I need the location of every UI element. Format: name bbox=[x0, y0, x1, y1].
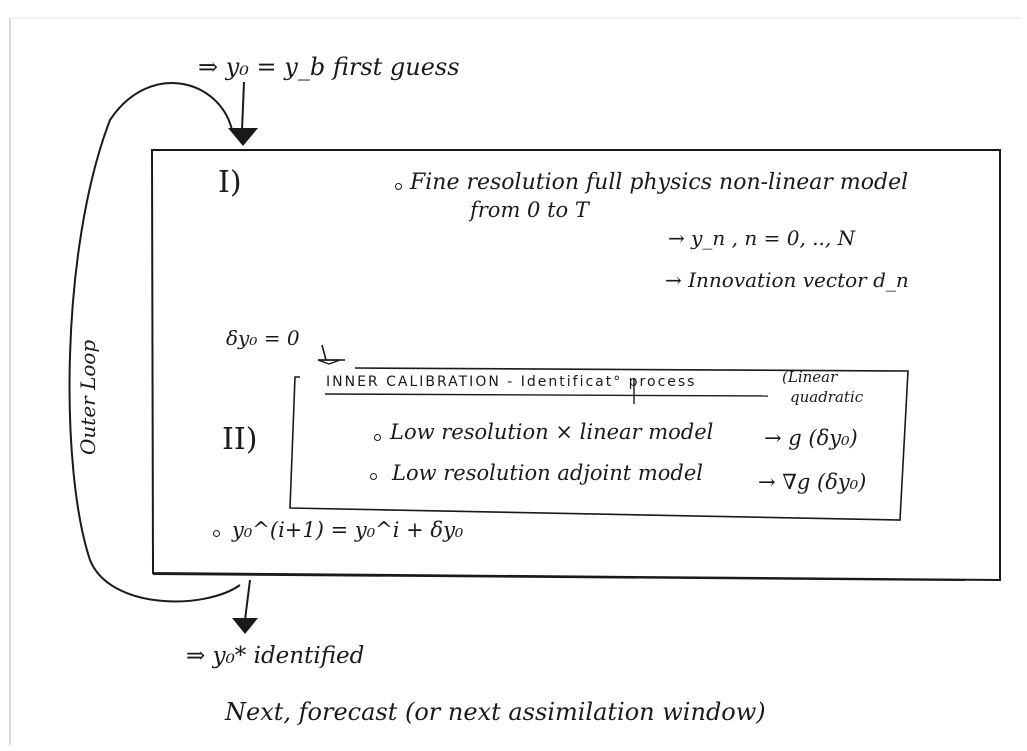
section1-output2: → Innovation vector d_n bbox=[665, 268, 909, 292]
identified-label: ⇒ y₀* identified bbox=[186, 643, 365, 669]
top-arrow-shaft bbox=[241, 81, 245, 131]
bottom-arrow-shaft bbox=[244, 579, 251, 621]
section2-line1-output: → g (δy₀) bbox=[764, 426, 858, 450]
section2-bullet-2 bbox=[370, 473, 377, 480]
section2-line2: Low resolution adjoint model bbox=[392, 461, 703, 485]
section1-line2: from 0 to T bbox=[470, 198, 589, 222]
section1-bullet bbox=[395, 183, 402, 190]
top-arrow-head bbox=[228, 128, 258, 146]
outer-loop-curve bbox=[68, 82, 241, 603]
outer-box bbox=[150, 149, 1001, 582]
inner-box bbox=[289, 367, 909, 521]
update-bullet bbox=[213, 530, 220, 537]
outer-loop-label: Outer Loop bbox=[76, 339, 100, 455]
inner-header-title: INNER CALIBRATION - Identificat° process bbox=[326, 374, 697, 390]
outer-box-bottom-extension bbox=[152, 573, 966, 581]
inner-header-note-2: quadratic bbox=[790, 388, 864, 406]
section2-line2-output: → ∇g (δy₀) bbox=[758, 470, 867, 494]
update-formula: y₀^(i+1) = y₀^i + δy₀ bbox=[232, 518, 464, 542]
first-guess-label: ⇒ y₀ = y_b first guess bbox=[198, 53, 460, 81]
inner-header-note-1: (Linear bbox=[782, 368, 838, 386]
section2-numeral: II) bbox=[222, 422, 258, 457]
section2-bullet-1 bbox=[374, 434, 381, 441]
delta-init-label: δy₀ = 0 bbox=[226, 326, 300, 350]
next-step-label: Next, forecast (or next assimilation win… bbox=[225, 698, 766, 726]
inner-header-underline bbox=[324, 393, 769, 397]
section1-numeral: I) bbox=[218, 165, 242, 200]
section1-line1: Fine resolution full physics non-linear … bbox=[410, 170, 909, 195]
section2-line1: Low resolution × linear model bbox=[390, 420, 714, 444]
delta-arrow-shaft bbox=[321, 344, 327, 361]
section1-output1: → y_n , n = 0, .., N bbox=[668, 226, 856, 250]
bottom-arrow-head bbox=[232, 618, 258, 634]
